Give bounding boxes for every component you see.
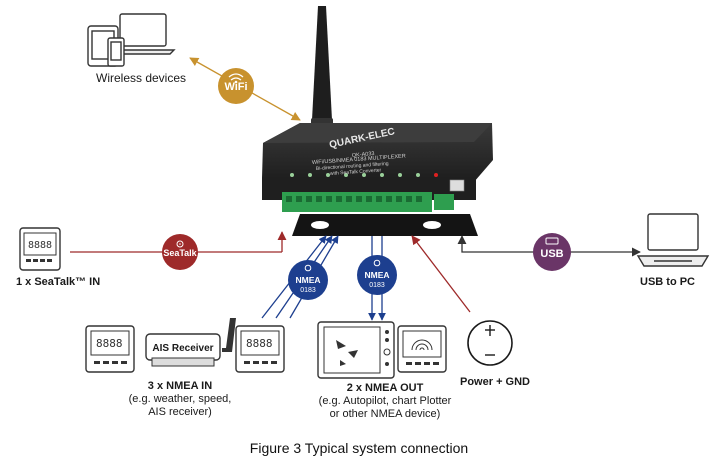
nmea-out-desc-line3: or other NMEA device) bbox=[329, 408, 441, 420]
svg-text:8888: 8888 bbox=[28, 240, 52, 251]
seatalk-badge bbox=[162, 234, 198, 270]
nmea-in-instrument-icon: 8888 bbox=[85, 325, 135, 373]
figure-caption: Figure 3 Typical system connection bbox=[249, 440, 469, 456]
wireless-devices-icon bbox=[87, 13, 176, 67]
seatalk-in-label: 1 x SeaTalk™ IN bbox=[16, 276, 101, 288]
nmea-in-desc-line3: AIS receiver) bbox=[148, 406, 212, 418]
antenna-icon bbox=[312, 6, 332, 120]
laptop-pc-icon bbox=[636, 213, 710, 267]
usb-link-line bbox=[457, 235, 641, 257]
wifi-badge bbox=[218, 68, 254, 104]
nmea-out-title: 2 x NMEA OUT bbox=[346, 382, 424, 394]
nmea-out-desc-line2: (e.g. Autopilot, chart Plotter bbox=[318, 395, 452, 407]
nmea-out-badge: NMEA 0183 bbox=[357, 255, 397, 295]
svg-text:0183: 0183 bbox=[300, 287, 316, 294]
multiplexer-device: QUARK-ELEC QK-A033 WiFi/USB/NMEA 0183 MU… bbox=[262, 123, 493, 236]
svg-text:8888: 8888 bbox=[246, 337, 273, 350]
svg-text:NMEA: NMEA bbox=[364, 270, 389, 280]
ais-receiver-label: AIS Receiver bbox=[152, 343, 213, 354]
seatalk-instrument-icon: 8888 bbox=[19, 227, 61, 271]
nmea-in-title: 3 x NMEA IN bbox=[147, 380, 213, 392]
usb-badge bbox=[533, 233, 571, 271]
wireless-devices-label: Wireless devices bbox=[96, 71, 187, 85]
power-supply-icon bbox=[467, 320, 513, 366]
nmea-in-desc-line2: (e.g. weather, speed, bbox=[128, 393, 232, 405]
nmea-in-badge: NMEA 0183 bbox=[288, 260, 328, 300]
svg-text:0183: 0183 bbox=[369, 282, 385, 289]
nmea-in-instrument-2-icon: 8888 bbox=[235, 325, 285, 373]
usb-badge-label: USB bbox=[540, 248, 564, 260]
seatalk-badge-label: SeaTalk bbox=[163, 248, 197, 258]
power-link-line bbox=[411, 235, 471, 313]
usb-to-pc-label: USB to PC bbox=[640, 276, 695, 288]
device-desc2: Bi-directional routing and filtering bbox=[316, 161, 389, 172]
svg-text:8888: 8888 bbox=[96, 337, 123, 350]
chart-plotter-icon bbox=[317, 321, 395, 379]
ais-receiver-icon: AIS Receiver bbox=[145, 318, 236, 367]
wifi-label: WiFi bbox=[224, 81, 248, 93]
device-desc3: with SeaTalk Converter bbox=[330, 167, 382, 177]
power-gnd-label: Power + GND bbox=[460, 376, 530, 388]
svg-text:NMEA: NMEA bbox=[295, 275, 320, 285]
autopilot-display-icon bbox=[397, 325, 447, 373]
device-model: QK-A033 bbox=[352, 151, 375, 159]
